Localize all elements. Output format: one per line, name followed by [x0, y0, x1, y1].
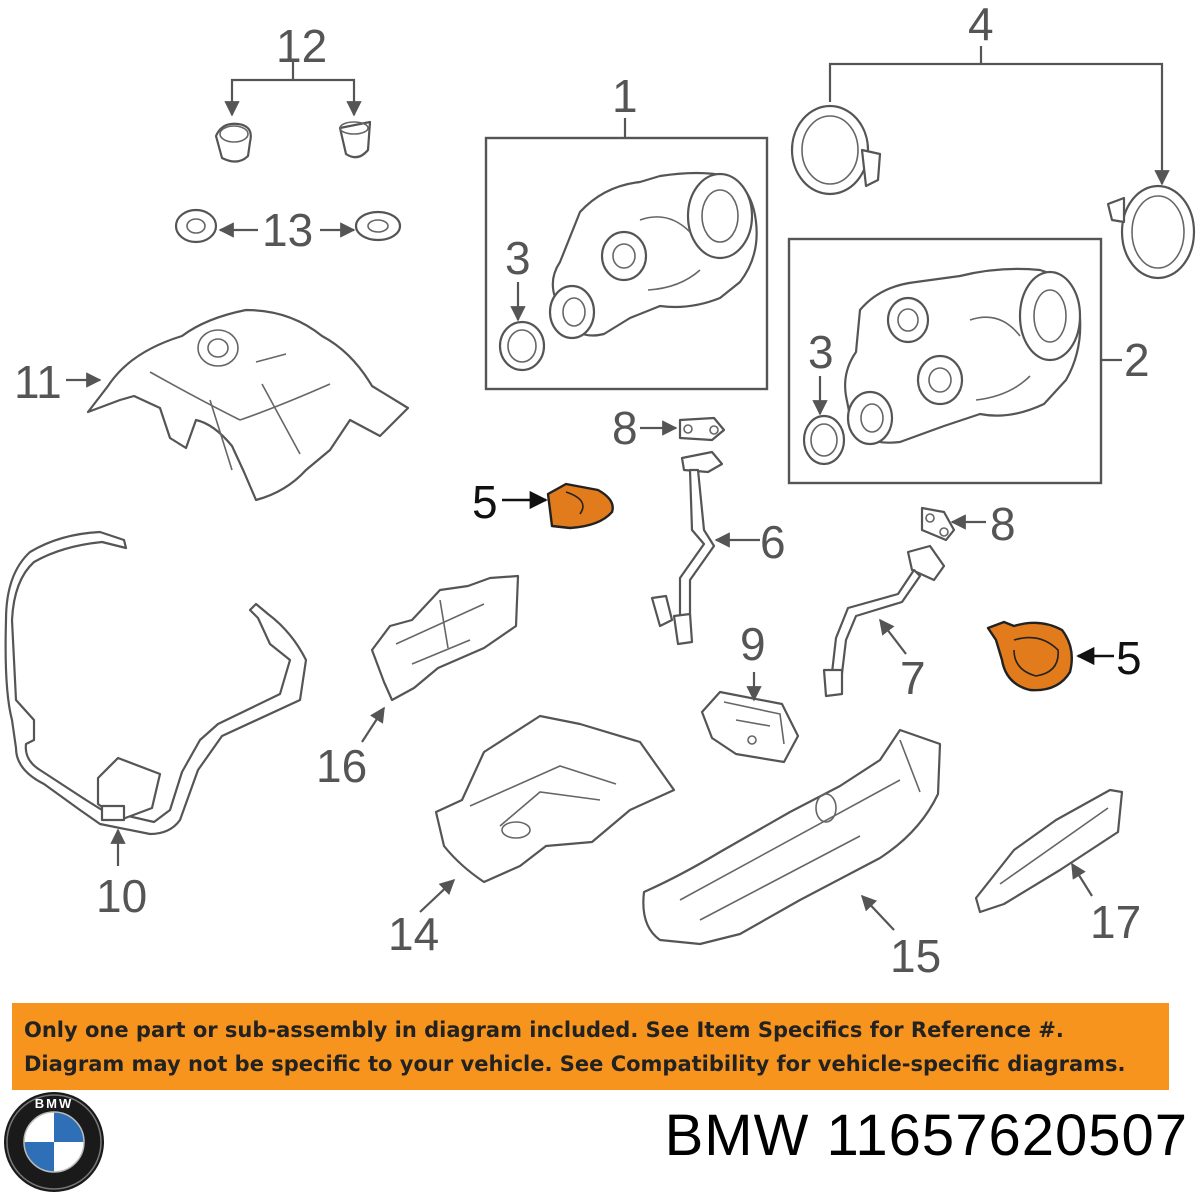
- callout-13: 13: [262, 204, 313, 256]
- part-7-oil-line: [822, 544, 946, 698]
- parts-diagram: 12 13 11 1 3: [4, 0, 1196, 982]
- assembly-box-1: [484, 136, 769, 391]
- callout-11: 11: [14, 356, 62, 408]
- part-12-caps: [214, 62, 372, 163]
- part-15-heat-shield: [642, 728, 942, 946]
- callout-2: 2: [1124, 334, 1150, 386]
- disclaimer-banner: Only one part or sub-assembly in diagram…: [12, 1003, 1169, 1090]
- part-6-oil-line: [650, 450, 760, 646]
- callout-16: 16: [316, 740, 367, 792]
- disclaimer-line-1: Only one part or sub-assembly in diagram…: [24, 1017, 1064, 1042]
- callout-15: 15: [890, 930, 941, 982]
- part-16-heat-shield: [361, 574, 520, 743]
- part-1-turbocharger: [498, 171, 758, 372]
- part-caption: BMW 11657620507: [665, 1102, 1188, 1169]
- caption-brand: BMW: [664, 1103, 810, 1168]
- part-4-clamps: [790, 46, 1196, 280]
- part-14-heat-shield: [419, 714, 676, 913]
- disclaimer-line-2: Diagram may not be specific to your vehi…: [24, 1051, 1126, 1076]
- callout-14: 14: [388, 908, 439, 960]
- part-5-highlighted: [502, 482, 1114, 692]
- callout-6: 6: [760, 516, 786, 568]
- callout-3b: 3: [808, 326, 834, 378]
- caption-part-number: 11657620507: [826, 1103, 1188, 1168]
- callout-8b: 8: [990, 498, 1016, 550]
- callout-8a: 8: [612, 402, 638, 454]
- part-2-turbocharger: [802, 267, 1082, 466]
- callout-5a: 5: [472, 476, 498, 528]
- bmw-roundel-icon: BMW: [4, 1092, 104, 1192]
- part-11-heat-shield: [66, 308, 410, 502]
- logo-letters: BMW: [35, 1096, 74, 1111]
- callout-4: 4: [968, 0, 994, 50]
- callout-12: 12: [276, 20, 327, 72]
- callout-7: 7: [900, 652, 926, 704]
- part-13-washers: [174, 208, 402, 244]
- callout-9: 9: [740, 618, 766, 670]
- callout-10: 10: [96, 870, 147, 922]
- part-17-heat-shield: [974, 788, 1124, 914]
- callout-1: 1: [612, 70, 638, 122]
- callout-5b: 5: [1116, 632, 1142, 684]
- part-10-harness: [4, 530, 308, 866]
- part-8-gaskets: [640, 416, 986, 542]
- callout-3a: 3: [505, 232, 531, 284]
- callout-17: 17: [1090, 896, 1141, 948]
- part-9-bracket: [700, 672, 800, 764]
